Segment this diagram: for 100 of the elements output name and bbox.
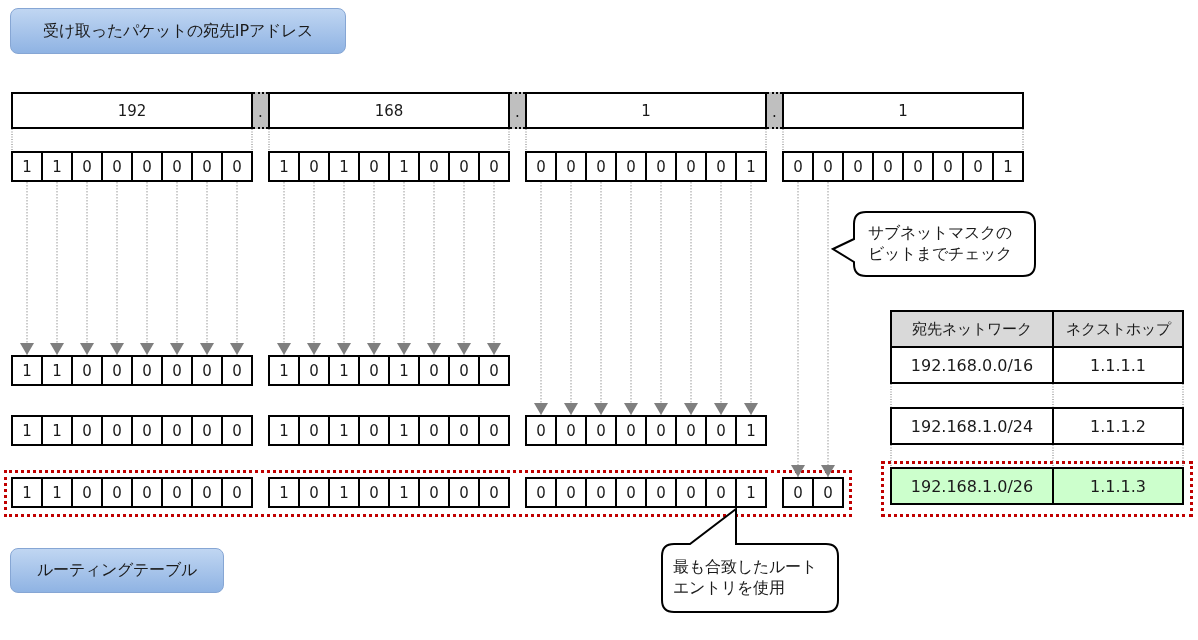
bit-cell: 0 [101,415,133,446]
bit-cell: 0 [615,477,647,508]
bit-cell: 0 [298,355,330,386]
arrow [487,181,501,356]
bit-cell: 0 [71,151,103,182]
arrow [457,181,471,356]
bit-cell: 0 [191,477,223,508]
bit-cell: 0 [161,415,193,446]
section-heading: 受け取ったパケットの宛先IPアドレス [10,8,346,54]
bit-cell: 0 [812,151,844,182]
bit-cell: 0 [191,355,223,386]
bit-cell: 0 [962,151,994,182]
bit-cell: 0 [705,415,737,446]
bit-cell: 0 [842,151,874,182]
dot-separator: . [253,92,268,129]
bit-cell: 0 [101,151,133,182]
bit-cell: 0 [448,477,480,508]
bit-cell: 1 [268,355,300,386]
table-cell: 192.168.1.0/24 [890,407,1054,445]
arrow [821,181,835,478]
bit-cell: 0 [418,151,450,182]
table-header-cell: ネクストホップ [1052,310,1184,348]
bit-cell: 0 [585,151,617,182]
bit-cell: 0 [902,151,934,182]
bit-cell: 0 [615,151,647,182]
bit-cell: 1 [41,477,73,508]
bit-cell: 1 [11,415,43,446]
bit-cell: 0 [131,477,163,508]
bit-cell: 0 [191,415,223,446]
bit-cell: 0 [358,151,390,182]
arrow [534,181,548,416]
bit-cell: 1 [268,151,300,182]
bit-cell: 0 [782,151,814,182]
speech-bubble [831,210,1037,278]
bit-cell: 0 [298,151,330,182]
bit-cell: 0 [782,477,814,508]
arrow [230,181,244,356]
bit-cell: 1 [41,355,73,386]
bit-cell: 0 [675,415,707,446]
arrow [140,181,154,356]
bit-cell: 1 [268,415,300,446]
bit-cell: 1 [388,151,420,182]
bit-cell: 0 [478,415,510,446]
bit-cell: 0 [478,151,510,182]
bit-cell: 0 [812,477,844,508]
bit-cell: 0 [525,151,557,182]
arrow [277,181,291,356]
callout-text: サブネットマスクのビットまでチェック [868,222,1013,264]
bit-cell: 0 [131,415,163,446]
bit-cell: 0 [705,477,737,508]
table-cell: 1.1.1.2 [1052,407,1184,445]
dot-separator: . [767,92,782,129]
bit-cell: 0 [221,477,253,508]
bit-cell: 0 [645,151,677,182]
arrow [110,181,124,356]
arrow [170,181,184,356]
bit-cell: 0 [525,415,557,446]
arrow [654,181,668,416]
bit-cell: 0 [448,355,480,386]
bit-cell: 0 [675,477,707,508]
bit-cell: 0 [358,355,390,386]
arrow [50,181,64,356]
bit-cell: 0 [418,355,450,386]
bit-cell: 0 [585,477,617,508]
bit-cell: 0 [298,415,330,446]
bit-cell: 0 [71,415,103,446]
bit-cell: 0 [101,477,133,508]
bit-cell: 1 [388,477,420,508]
bit-cell: 0 [358,415,390,446]
bit-cell: 0 [478,477,510,508]
bit-cell: 1 [388,355,420,386]
table-cell: 192.168.1.0/26 [890,467,1054,505]
bit-cell: 0 [131,151,163,182]
bit-cell: 1 [328,151,360,182]
arrow [594,181,608,416]
arrow [367,181,381,356]
bit-cell: 0 [161,355,193,386]
bit-cell: 0 [131,355,163,386]
bit-cell: 0 [221,355,253,386]
bit-cell: 1 [11,151,43,182]
bit-cell: 0 [161,151,193,182]
bit-cell: 1 [992,151,1024,182]
bit-cell: 1 [328,415,360,446]
bit-cell: 0 [221,151,253,182]
bit-cell: 1 [388,415,420,446]
bit-cell: 1 [268,477,300,508]
bit-cell: 1 [735,415,767,446]
arrow [564,181,578,416]
octet-box: 192 [11,92,253,129]
arrow [307,181,321,356]
table-header-cell: 宛先ネットワーク [890,310,1054,348]
bit-cell: 0 [191,151,223,182]
octet-box: 1 [525,92,767,129]
table-cell: 1.1.1.3 [1052,467,1184,505]
bit-cell: 0 [71,477,103,508]
bit-cell: 0 [675,151,707,182]
arrow [791,181,805,478]
arrow [714,181,728,416]
arrow [20,181,34,356]
bit-cell: 0 [448,415,480,446]
